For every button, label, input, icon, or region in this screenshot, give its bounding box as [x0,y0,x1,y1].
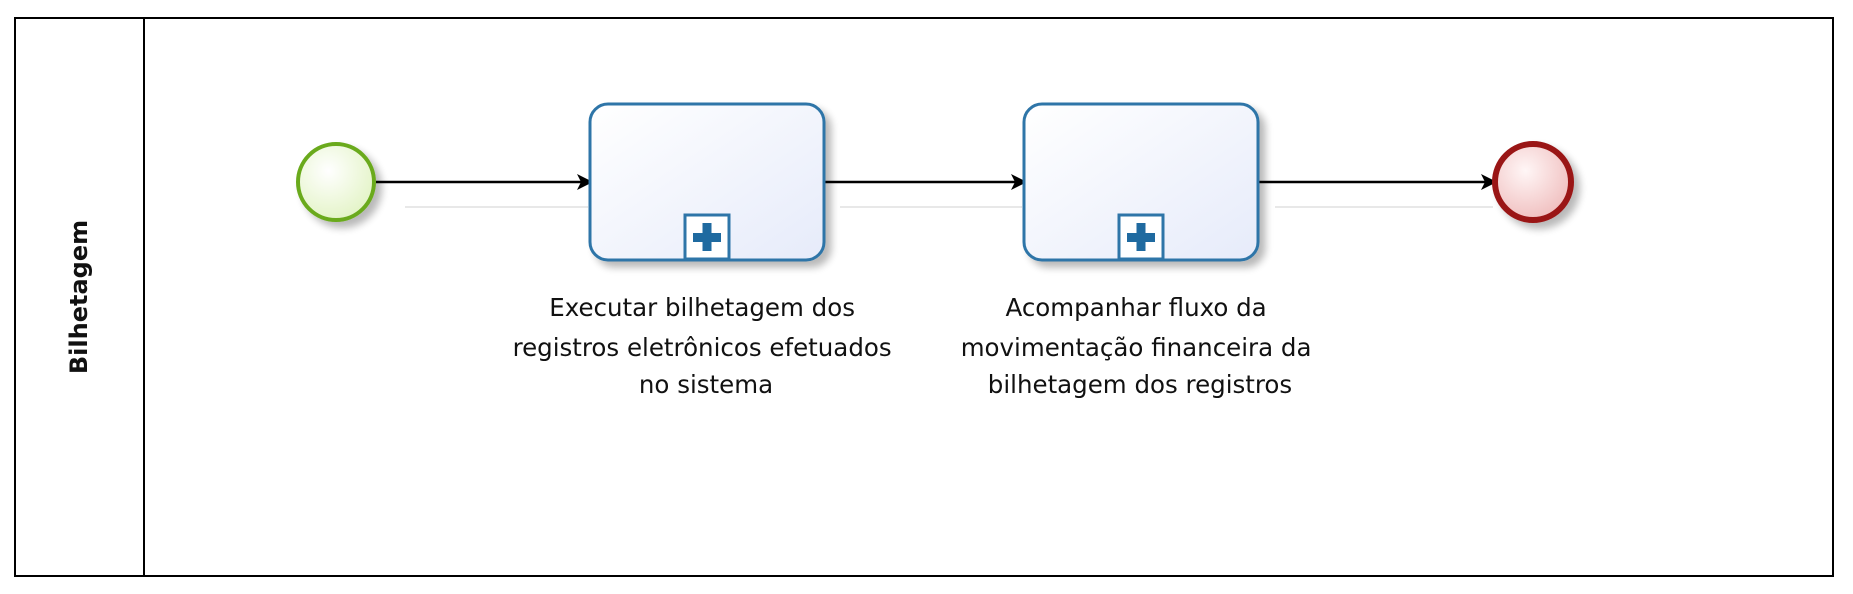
task-executar-bilhetagem[interactable]: Executar bilhetagem dos registros eletrô… [513,102,900,399]
start-event[interactable] [296,142,376,222]
pool: Bilhetagem [14,17,1834,577]
task-acompanhar-fluxo[interactable]: Acompanhar fluxo da movimentação finance… [961,102,1320,399]
pool-frame [14,17,1834,577]
expand-subprocess-icon[interactable] [683,213,731,261]
expand-subprocess-icon[interactable] [1117,213,1165,261]
task-label: Acompanhar fluxo da movimentação finance… [961,293,1320,399]
lane-label: Bilhetagem [65,220,93,374]
task-label: Executar bilhetagem dos registros eletrô… [513,293,900,399]
end-event[interactable] [1492,141,1574,223]
